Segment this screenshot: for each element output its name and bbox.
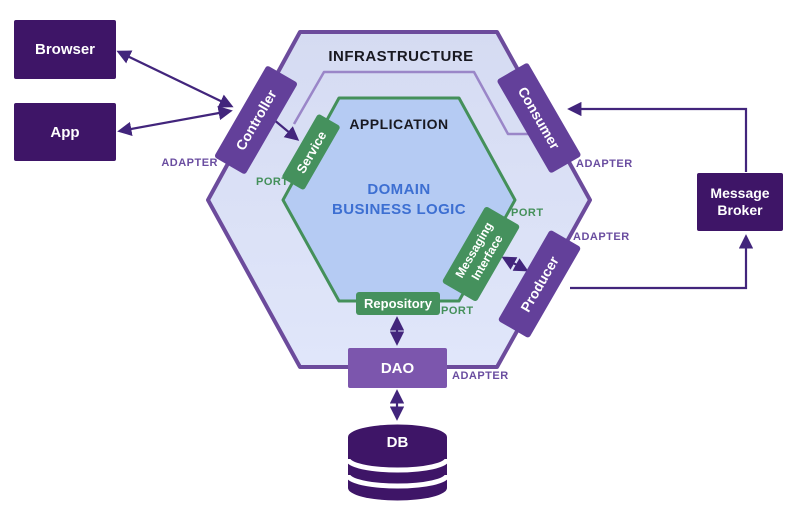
message-broker-node: Message Broker <box>697 173 783 231</box>
application-layer-label: APPLICATION <box>349 116 449 132</box>
adapter-tag-controller: ADAPTER <box>161 157 218 169</box>
repository-port: Repository <box>356 292 440 315</box>
adapter-tag-consumer: ADAPTER <box>576 158 633 170</box>
arrow-messaging-interface-producer <box>501 256 529 272</box>
infrastructure-layer-label: INFRASTRUCTURE <box>328 48 474 65</box>
arrow-browser-controller <box>116 50 234 108</box>
arrow-controller-service <box>272 118 300 141</box>
browser-node: Browser <box>14 20 116 79</box>
arrow-message-broker-consumer <box>567 101 748 172</box>
dao-adapter: DAO <box>348 348 447 388</box>
port-tag-service: PORT <box>256 176 289 188</box>
arrow-producer-message-broker <box>570 234 754 290</box>
db-cylinder <box>345 424 450 501</box>
port-tag-messaging-interface: PORT <box>511 207 544 219</box>
db-node-label: DB <box>386 434 409 451</box>
adapter-tag-dao: ADAPTER <box>452 370 509 382</box>
application-hexagon <box>281 96 517 303</box>
arrow-app-controller <box>117 106 233 136</box>
port-tag-repository: PORT <box>441 305 474 317</box>
domain-business-logic-label: DOMAIN BUSINESS LOGIC <box>332 181 466 218</box>
adapter-tag-producer: ADAPTER <box>573 231 630 243</box>
app-node: App <box>14 103 116 161</box>
application-boundary-outline <box>292 70 530 136</box>
